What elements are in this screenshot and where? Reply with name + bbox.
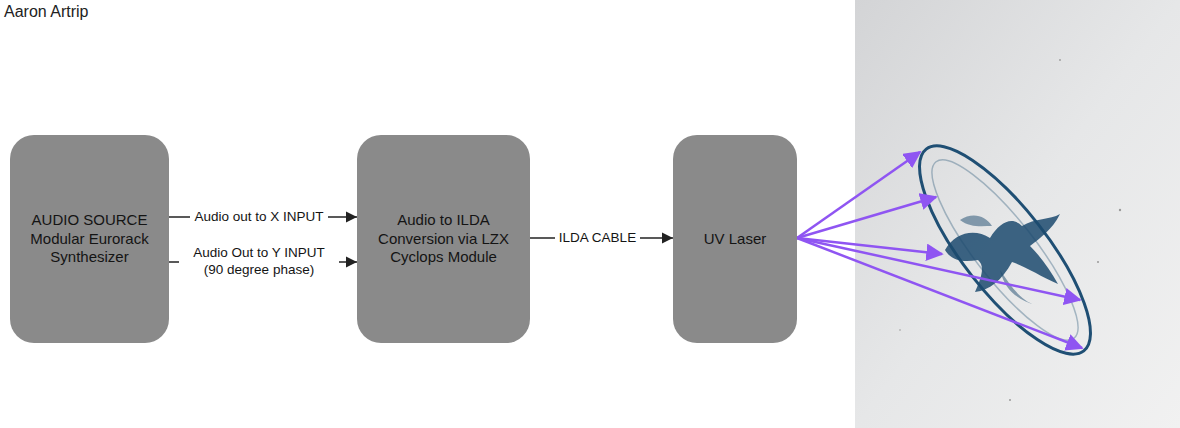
box-text: Audio to ILDA Conversion via LZX Cyclops… xyxy=(367,211,520,267)
paper-ground xyxy=(855,0,1180,428)
edge-label: ILDA CABLE xyxy=(555,230,640,247)
laser-beams xyxy=(797,152,1082,348)
process-box: Audio to ILDA Conversion via LZX Cyclops… xyxy=(357,135,530,343)
edge-label: Audio Out to Y INPUT (90 degree phase) xyxy=(179,245,339,279)
box-text: UV Laser xyxy=(704,230,767,249)
box-text: AUDIO SOURCE Modular Eurorack Synthesize… xyxy=(20,211,159,267)
edge-label: Audio out to X INPUT xyxy=(190,209,327,226)
paper-specks xyxy=(899,59,1121,401)
process-box: AUDIO SOURCE Modular Eurorack Synthesize… xyxy=(10,135,169,343)
author-label: Aaron Artrip xyxy=(4,2,88,21)
laser-figure xyxy=(893,123,1117,376)
process-box: UV Laser xyxy=(673,135,797,343)
